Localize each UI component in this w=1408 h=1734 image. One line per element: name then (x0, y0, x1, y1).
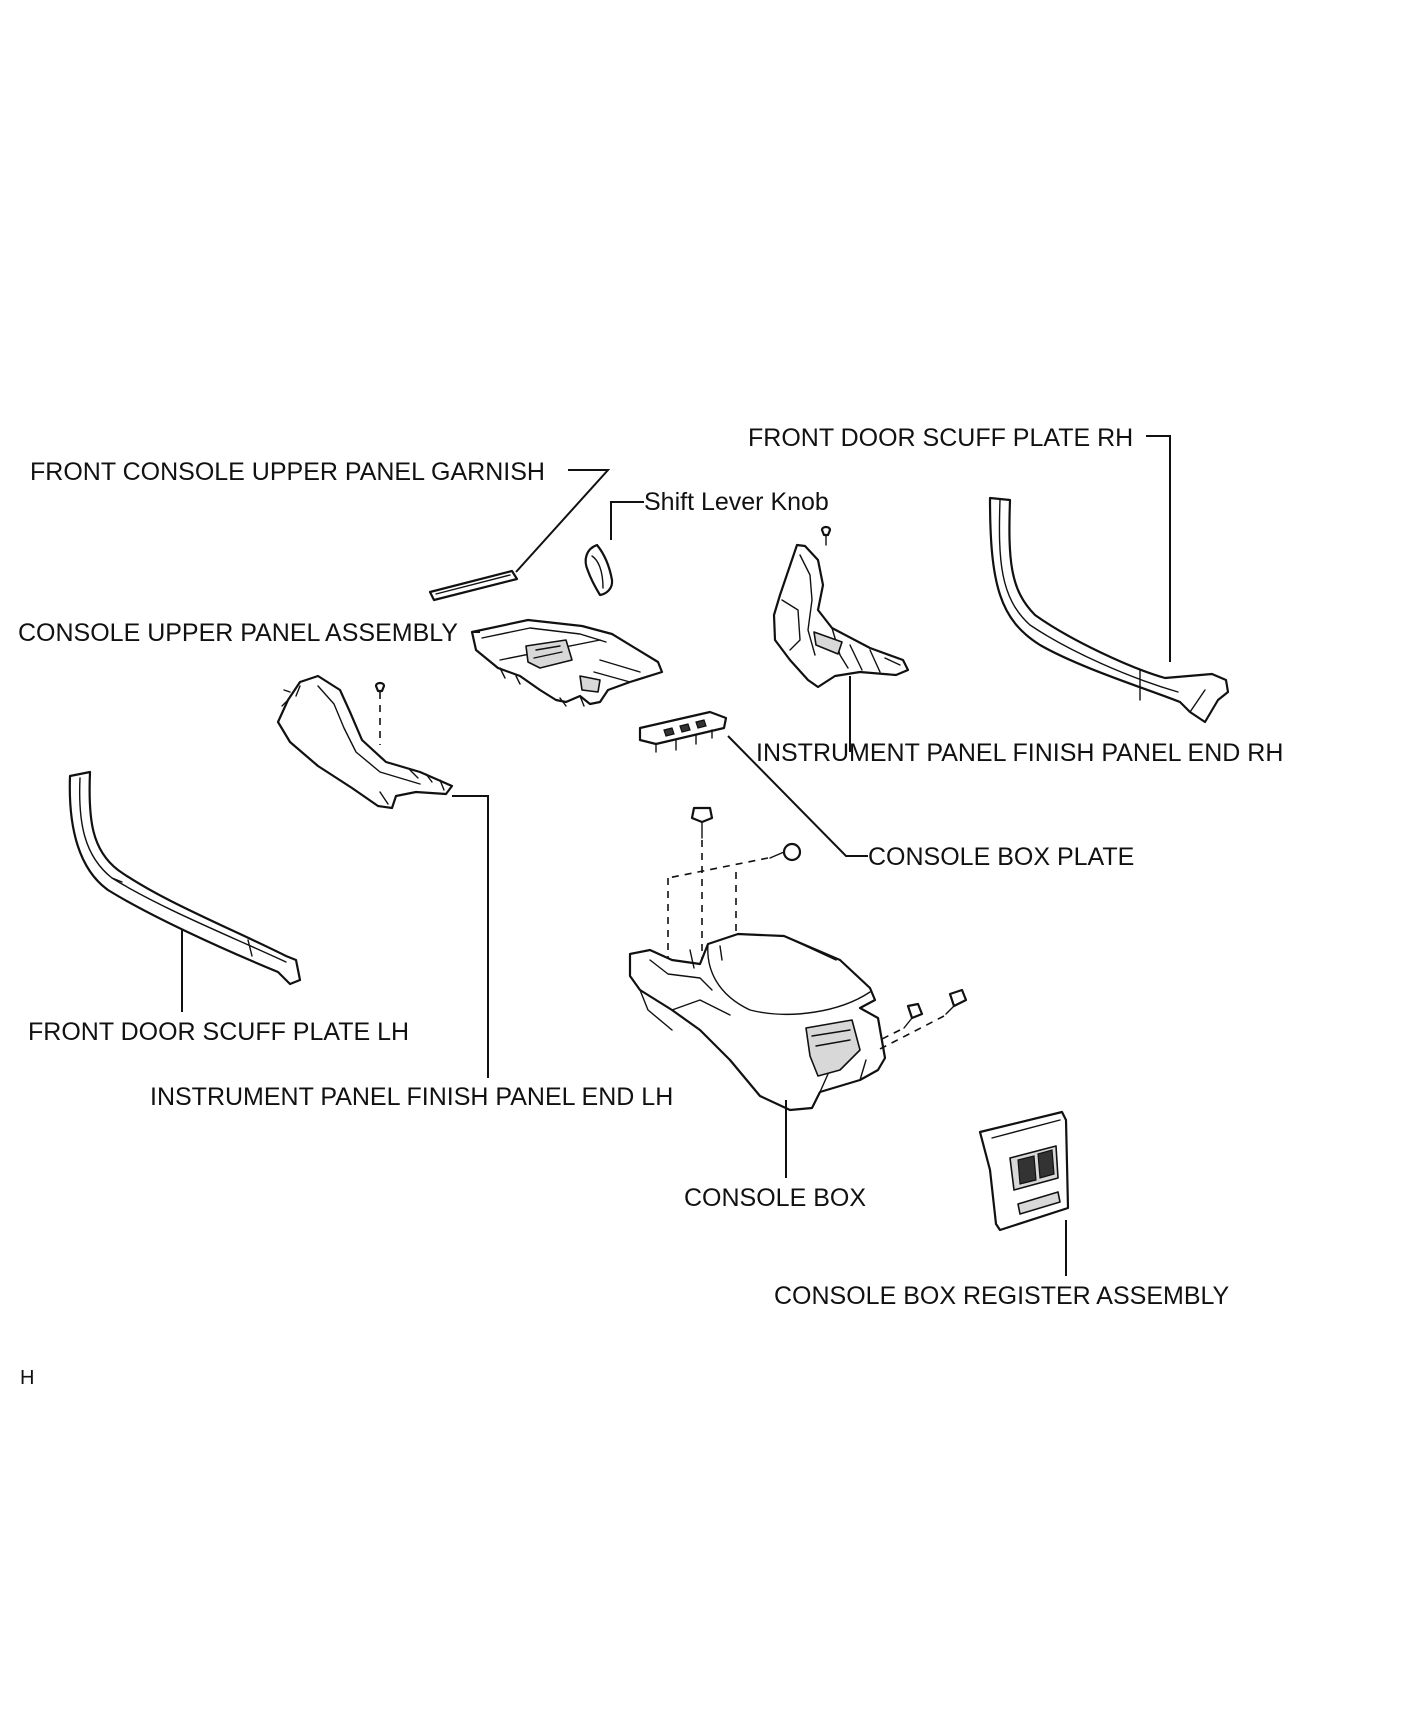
screw-right-2-part (945, 988, 968, 1015)
console-box-plate-part (638, 710, 728, 753)
label-instrument-panel-finish-panel-end-rh: INSTRUMENT PANEL FINISH PANEL END RH (756, 739, 1283, 767)
label-front-console-upper-panel-garnish: FRONT CONSOLE UPPER PANEL GARNISH (30, 458, 545, 486)
instrument-panel-finish-panel-end-lh-part (276, 674, 454, 810)
label-console-upper-panel-assembly: CONSOLE UPPER PANEL ASSEMBLY (18, 619, 458, 647)
front-door-scuff-plate-rh-part (988, 496, 1230, 724)
label-console-box: CONSOLE BOX (684, 1184, 866, 1212)
screw-right-1-part (903, 1002, 924, 1029)
label-instrument-panel-finish-panel-end-lh: INSTRUMENT PANEL FINISH PANEL END LH (150, 1083, 673, 1111)
leader-front-console-upper-panel-garnish (515, 469, 611, 573)
label-console-box-register-assembly: CONSOLE BOX REGISTER ASSEMBLY (774, 1282, 1230, 1310)
front-door-scuff-plate-lh-part (68, 770, 302, 986)
label-front-door-scuff-plate-lh: FRONT DOOR SCUFF PLATE LH (28, 1018, 409, 1046)
clip-lh-part (374, 681, 386, 693)
clip-rh-part (820, 525, 832, 546)
instrument-panel-finish-panel-end-rh-part (772, 543, 910, 689)
front-console-upper-panel-garnish-part (428, 569, 519, 602)
figure-id: H (20, 1367, 34, 1389)
leader-front-door-scuff-plate-rh (1146, 435, 1171, 662)
label-console-box-plate: CONSOLE BOX PLATE (868, 843, 1134, 871)
console-box-register-assembly-part (978, 1110, 1070, 1232)
bolt-right-upper-part (769, 842, 802, 862)
leader-shift-lever-knob (610, 501, 644, 540)
shift-lever-knob-part (584, 543, 614, 597)
label-shift-lever-knob: Shift Lever Knob (644, 488, 829, 516)
leader-instrument-panel-finish-panel-end-lh (452, 795, 489, 1078)
console-upper-panel-assembly-part (470, 618, 664, 707)
console-box-part (628, 932, 887, 1112)
label-front-door-scuff-plate-rh: FRONT DOOR SCUFF PLATE RH (748, 424, 1133, 452)
leader-console-box-plate (727, 735, 868, 857)
bolt-top-part (690, 806, 714, 839)
